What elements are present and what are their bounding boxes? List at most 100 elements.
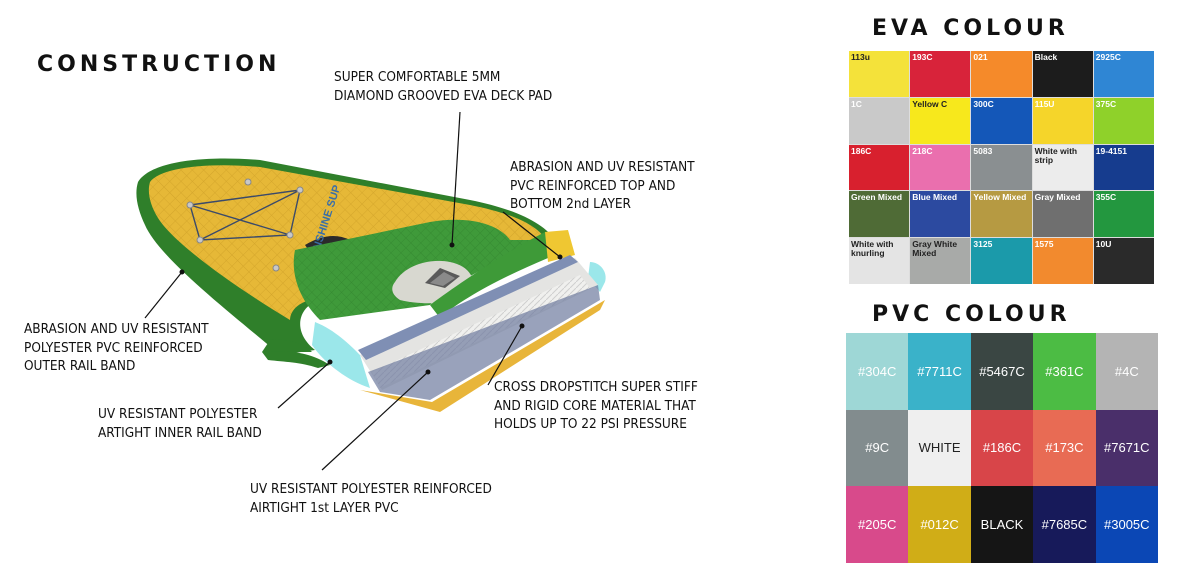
callout-line: ABRASION AND UV RESISTANT [24,321,209,337]
eva-swatch-label: 218C [912,145,933,156]
pvc-swatch-label: #7671C [1104,440,1150,456]
eva-swatch: 021 [971,51,1032,97]
eva-swatch-label: 5083 [973,145,993,156]
pvc-colour-title: PVC COLOUR [872,302,1071,327]
callout-line: ABRASION AND UV RESISTANT [510,159,695,175]
eva-swatch-label: Gray Mixed [1034,192,1081,203]
callout-line: HOLDS UP TO 22 PSI PRESSURE [494,416,687,432]
eva-swatch: Green Mixed [849,191,910,238]
eva-swatch-label: 1C [851,98,862,109]
eva-swatch: Black [1032,51,1093,97]
eva-swatch-label: 193C [912,52,933,62]
pvc-swatch-label: #4C [1114,363,1139,379]
eva-swatch-label: 1575 [1034,239,1054,250]
pvc-swatch-label: #012C [920,517,959,533]
pvc-swatch-label: #3005C [1104,517,1150,533]
pvc-swatch: #7671C [1095,409,1158,487]
eva-swatch: Yellow Mixed [971,191,1032,238]
eva-swatch: 375C [1093,97,1154,144]
callout-first-layer: UV RESISTANT POLYESTER REINFORCED AIRTIG… [250,480,492,517]
eva-swatch: 115U [1032,97,1093,144]
eva-swatch: 1575 [1032,238,1093,284]
eva-swatch-label: Black [1034,52,1058,62]
pvc-swatch: #205C [846,486,909,563]
eva-swatch: White with strip [1032,144,1093,191]
callout-top-layer: ABRASION AND UV RESISTANT PVC REINFORCED… [510,158,695,214]
eva-swatch-label: 375C [1095,98,1117,109]
pvc-swatch: WHITE [908,409,971,487]
eva-swatch-label: 115U [1034,98,1055,109]
callout-line: AND RIGID CORE MATERIAL THAT [494,397,696,414]
eva-swatch: 5083 [971,144,1032,191]
callout-line: UV RESISTANT POLYESTER REINFORCED [250,481,492,497]
pvc-swatch-label: #173C [1045,440,1084,456]
pvc-swatch-label: #205C [858,517,897,533]
callout-line: POLYESTER PVC REINFORCED [24,339,203,356]
pvc-swatch: #304C [846,333,909,410]
eva-swatch-label: 113u [851,52,870,62]
eva-swatch: 3125 [971,238,1032,284]
eva-swatch-label: White with knurling [851,239,894,259]
eva-swatch-label: 355C [1095,192,1117,203]
eva-swatch: 1C [849,97,910,144]
pvc-swatch-label: #361C [1045,363,1084,379]
sup-board-illustration: SUNSHINE SUP [136,111,606,471]
eva-swatch: Yellow C [910,97,971,144]
eva-swatch-label: 3125 [973,239,993,250]
eva-swatch-label: Gray White Mixed [912,239,958,259]
callout-inner-rail: UV RESISTANT POLYESTER ARTIGHT INNER RAI… [98,405,262,442]
callout-core: CROSS DROPSTITCH SUPER STIFF AND RIGID C… [494,378,698,434]
pvc-swatch: #361C [1033,333,1096,410]
eva-swatch: 193C [910,51,971,97]
callout-outer-rail: ABRASION AND UV RESISTANT POLYESTER PVC … [24,320,209,376]
pvc-swatch-label: #186C [982,440,1022,456]
eva-swatch-label: Green Mixed [851,192,903,203]
callout-line: SUPER COMFORTABLE 5MM [334,69,501,85]
eva-swatch-label: 19-4151 [1095,145,1127,156]
callout-line: BOTTOM 2nd LAYER [510,196,631,212]
pvc-swatch-label: BLACK [980,517,1024,533]
pvc-swatch: #7685C [1033,486,1096,563]
eva-swatch: 19-4151 [1093,144,1154,191]
eva-swatch: 2925C [1093,51,1154,97]
eva-swatch: Blue Mixed [910,191,971,238]
eva-swatch-label: 2925C [1095,52,1121,62]
eva-swatch: 113u [849,51,910,97]
eva-swatch-label: Blue Mixed [912,192,958,203]
pvc-swatch: #5467C [970,333,1034,410]
eva-swatch-label: 300C [973,98,994,109]
pvc-swatch: BLACK [970,486,1034,563]
pvc-swatch: #3005C [1095,486,1158,563]
eva-swatch: 300C [971,97,1032,144]
pvc-swatch-label: #7711C [917,363,962,379]
d-rings [186,178,304,272]
callout-deck-pad: SUPER COMFORTABLE 5MM DIAMOND GROOVED EV… [334,68,552,105]
pvc-swatch: #173C [1033,409,1096,487]
pvc-swatch-label: #5467C [979,363,1025,379]
callout-line: OUTER RAIL BAND [24,358,136,374]
eva-swatch: 186C [849,144,910,191]
eva-swatch-label: 021 [973,52,988,62]
callout-line: UV RESISTANT POLYESTER [98,406,258,422]
pvc-swatch: #7711C [908,333,971,410]
leader-dots [179,242,563,375]
eva-swatch: Gray White Mixed [910,238,971,284]
eva-swatch: 10U [1093,238,1154,284]
eva-swatch-label: Yellow C [912,98,948,109]
eva-swatch: White with knurling [849,238,910,284]
pvc-swatch-label: #7685C [1041,517,1088,533]
eva-colour-title: EVA COLOUR [872,16,1069,41]
cross-section [262,230,606,412]
callout-line: ARTIGHT INNER RAIL BAND [98,424,262,441]
callout-line: CROSS DROPSTITCH SUPER STIFF [494,379,698,395]
eva-swatch-label: 186C [851,145,872,156]
pvc-swatch: #4C [1095,333,1158,410]
eva-swatch: 218C [910,144,971,191]
eva-swatch-label: Yellow Mixed [973,192,1027,203]
eva-swatch-label: 10U [1095,239,1112,250]
callout-line: DIAMOND GROOVED EVA DECK PAD [334,87,553,104]
callout-line: AIRTIGHT 1st LAYER PVC [250,499,399,516]
leader-lines [144,111,561,471]
pvc-swatch-label: #304C [858,363,897,379]
